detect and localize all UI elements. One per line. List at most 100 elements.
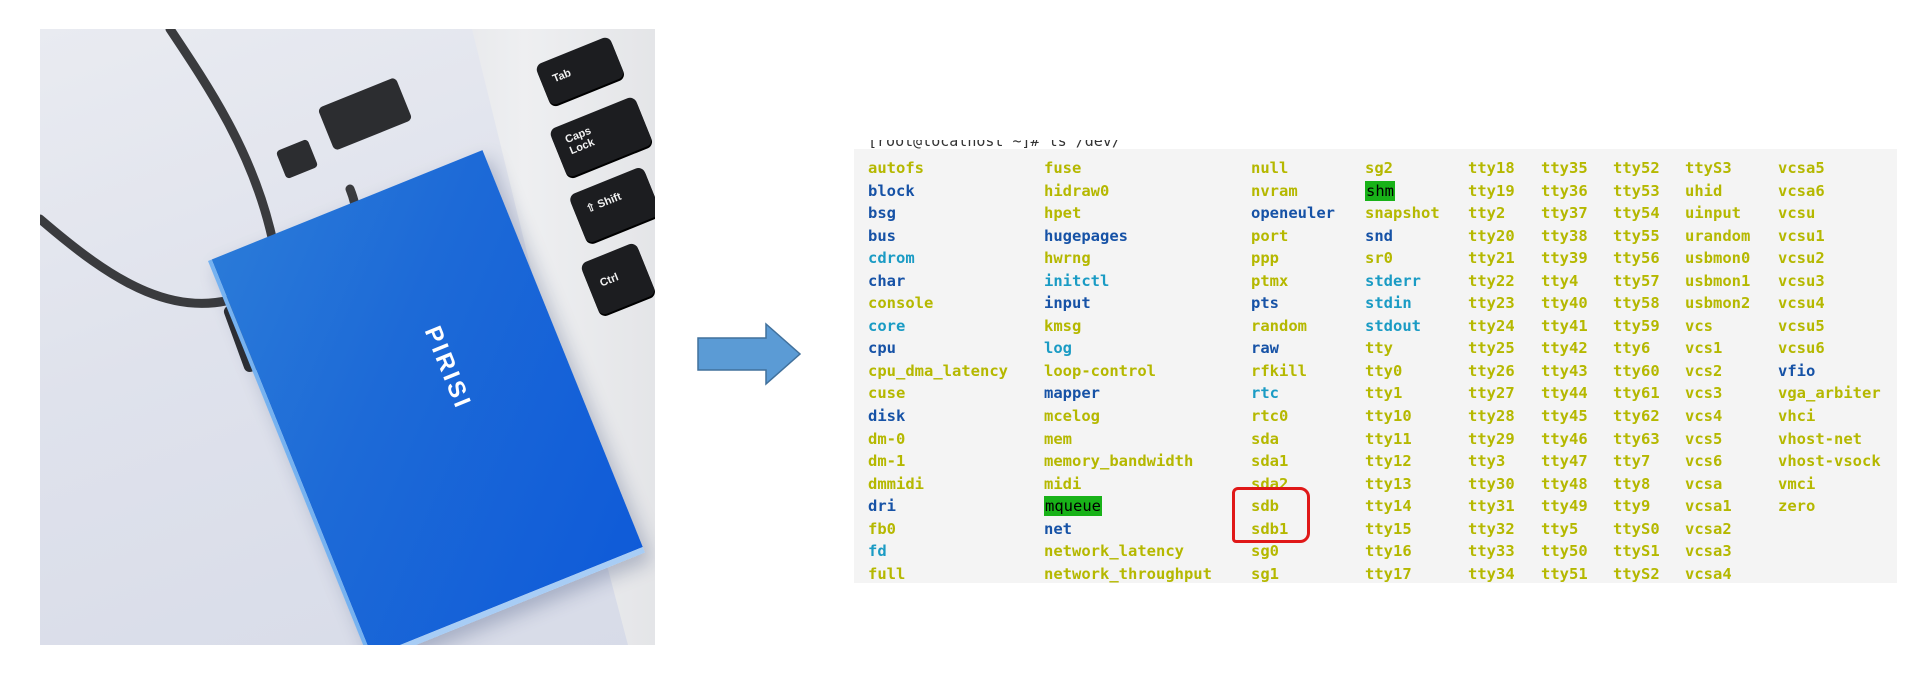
device-row: stderr bbox=[1365, 270, 1440, 293]
device-row: random bbox=[1251, 315, 1335, 338]
device-row: tty37 bbox=[1541, 202, 1588, 225]
device-entry-tty44: tty44 bbox=[1541, 384, 1588, 403]
device-row: kmsg bbox=[1044, 315, 1212, 338]
device-row: vhost-vsock bbox=[1778, 450, 1881, 473]
device-entry-tty24: tty24 bbox=[1468, 316, 1515, 335]
device-entry-sg2: sg2 bbox=[1365, 159, 1393, 177]
device-row: tty47 bbox=[1541, 450, 1588, 473]
device-row: network_latency bbox=[1044, 540, 1212, 563]
device-entry-memory_bandwidth: memory_bandwidth bbox=[1044, 452, 1194, 471]
device-entry-tty56: tty56 bbox=[1613, 249, 1660, 268]
device-entry-vcsu1: vcsu1 bbox=[1778, 226, 1825, 245]
device-entry-sg1: sg1 bbox=[1251, 564, 1279, 583]
device-entry-rtc0: rtc0 bbox=[1251, 407, 1289, 426]
device-row: tty31 bbox=[1468, 495, 1515, 518]
device-entry-tty10: tty10 bbox=[1365, 407, 1412, 426]
device-entry-vmci: vmci bbox=[1778, 474, 1816, 493]
device-entry-tty35: tty35 bbox=[1541, 159, 1588, 177]
device-entry-tty27: tty27 bbox=[1468, 384, 1515, 403]
device-row: vcs4 bbox=[1685, 405, 1750, 428]
device-entry-tty62: tty62 bbox=[1613, 407, 1660, 426]
device-entry-tty4: tty4 bbox=[1541, 271, 1579, 290]
device-row: vcsu5 bbox=[1778, 315, 1881, 338]
device-row: rtc0 bbox=[1251, 405, 1335, 428]
device-entry-tty13: tty13 bbox=[1365, 474, 1412, 493]
device-entry-vcsu6: vcsu6 bbox=[1778, 339, 1825, 358]
device-entry-tty1: tty1 bbox=[1365, 384, 1403, 403]
device-row: vcsa4 bbox=[1685, 563, 1750, 586]
device-row: vmci bbox=[1778, 473, 1881, 496]
device-row: tty5 bbox=[1541, 518, 1588, 541]
device-row: core bbox=[868, 315, 1008, 338]
device-entry-tty61: tty61 bbox=[1613, 384, 1660, 403]
device-row: net bbox=[1044, 518, 1212, 541]
device-entry-rfkill: rfkill bbox=[1251, 361, 1307, 380]
device-row: initctl bbox=[1044, 270, 1212, 293]
device-row: tty27 bbox=[1468, 382, 1515, 405]
device-entry-null: null bbox=[1251, 159, 1289, 177]
device-entry-uhid: uhid bbox=[1685, 181, 1723, 200]
device-row: tty58 bbox=[1613, 292, 1660, 315]
device-entry-vcsa2: vcsa2 bbox=[1685, 519, 1732, 538]
device-entry-tty8: tty8 bbox=[1613, 474, 1651, 493]
device-row: tty55 bbox=[1613, 225, 1660, 248]
device-row: usbmon0 bbox=[1685, 247, 1750, 270]
device-entry-ttyS0: ttyS0 bbox=[1613, 519, 1660, 538]
right-arrow-icon bbox=[697, 322, 802, 386]
device-entry-vcs6: vcs6 bbox=[1685, 452, 1723, 471]
device-entry-vcsa6: vcsa6 bbox=[1778, 181, 1825, 200]
device-row: tty35 bbox=[1541, 157, 1588, 180]
device-row: vcs3 bbox=[1685, 382, 1750, 405]
device-entry-tty54: tty54 bbox=[1613, 204, 1660, 223]
device-row: port bbox=[1251, 225, 1335, 248]
device-entry-loop-control: loop-control bbox=[1044, 361, 1156, 380]
device-entry-autofs: autofs bbox=[868, 159, 924, 177]
device-entry-random: random bbox=[1251, 316, 1307, 335]
device-row: tty63 bbox=[1613, 428, 1660, 451]
device-row: tty40 bbox=[1541, 292, 1588, 315]
device-row: tty36 bbox=[1541, 180, 1588, 203]
device-row: vcsu4 bbox=[1778, 292, 1881, 315]
device-row: tty8 bbox=[1613, 473, 1660, 496]
device-row: vcsa bbox=[1685, 473, 1750, 496]
device-entry-uinput: uinput bbox=[1685, 204, 1741, 223]
device-row: hugepages bbox=[1044, 225, 1212, 248]
device-row: tty54 bbox=[1613, 202, 1660, 225]
device-entry-mem: mem bbox=[1044, 429, 1072, 448]
device-row: tty18 bbox=[1468, 157, 1515, 180]
device-row: tty51 bbox=[1541, 563, 1588, 586]
device-entry-tty30: tty30 bbox=[1468, 474, 1515, 493]
device-row: cuse bbox=[868, 382, 1008, 405]
device-entry-tty50: tty50 bbox=[1541, 542, 1588, 561]
device-row: tty20 bbox=[1468, 225, 1515, 248]
device-entry-tty7: tty7 bbox=[1613, 452, 1651, 471]
device-entry-sda: sda bbox=[1251, 429, 1279, 448]
device-entry-hidraw0: hidraw0 bbox=[1044, 181, 1110, 200]
device-row: tty28 bbox=[1468, 405, 1515, 428]
product-photo: Tab Caps Lock ⇧ Shift Ctrl PIRISI bbox=[40, 29, 655, 645]
device-row: tty23 bbox=[1468, 292, 1515, 315]
device-entry-vcs: vcs bbox=[1685, 316, 1713, 335]
device-row: vhost-net bbox=[1778, 428, 1881, 451]
device-row: snd bbox=[1365, 225, 1440, 248]
device-row: tty62 bbox=[1613, 405, 1660, 428]
device-entry-tty39: tty39 bbox=[1541, 249, 1588, 268]
device-row: tty46 bbox=[1541, 428, 1588, 451]
device-row: tty19 bbox=[1468, 180, 1515, 203]
device-entry-snd: snd bbox=[1365, 226, 1393, 245]
device-row: dm-0 bbox=[868, 428, 1008, 451]
device-entry-dm-0: dm-0 bbox=[868, 429, 906, 448]
device-row: tty2 bbox=[1468, 202, 1515, 225]
device-row: tty22 bbox=[1468, 270, 1515, 293]
device-entry-sdb: sdb bbox=[1251, 497, 1279, 516]
device-row: ttyS2 bbox=[1613, 563, 1660, 586]
device-row: tty17 bbox=[1365, 563, 1440, 586]
device-entry-tty29: tty29 bbox=[1468, 429, 1515, 448]
device-entry-network_throughput: network_throughput bbox=[1044, 564, 1212, 583]
device-row: tty32 bbox=[1468, 518, 1515, 541]
device-entry-input: input bbox=[1044, 294, 1091, 313]
device-entry-core: core bbox=[868, 316, 906, 335]
device-entry-bus: bus bbox=[868, 226, 896, 245]
